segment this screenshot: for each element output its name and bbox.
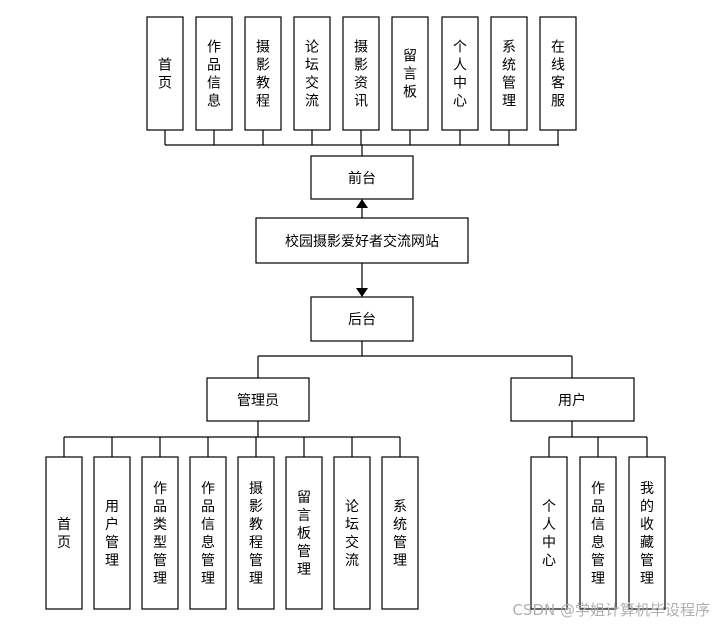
top-module-6-label: 个人中心 — [453, 40, 467, 110]
admin-module-4-box — [237, 456, 275, 610]
admin-module-7-label: 系统管理 — [393, 499, 407, 569]
top-module-8-label: 在线客服 — [551, 40, 565, 110]
arrow-up-icon — [356, 199, 368, 208]
arrow-down-icon — [356, 288, 368, 297]
user-module-0-box — [530, 456, 568, 610]
admin-module-0-box — [45, 456, 83, 610]
admin-module-2-box — [141, 456, 179, 610]
frontend-label: 前台 — [348, 170, 376, 187]
site-label: 校园摄影爱好者交流网站 — [285, 233, 439, 250]
user-module-2-label: 我的收藏管理 — [640, 481, 654, 587]
user-box — [510, 377, 635, 422]
admin-module-3-box — [189, 456, 227, 610]
backend-box — [310, 296, 414, 342]
top-module-5-box — [391, 16, 429, 131]
user-label: 用户 — [558, 392, 586, 409]
admin-module-7-box — [381, 456, 419, 610]
admin-module-1-label: 用户管理 — [105, 499, 119, 569]
top-module-7-box — [490, 16, 528, 131]
top-module-8-box — [539, 16, 577, 131]
user-module-1-label: 作品信息管理 — [591, 481, 605, 587]
connectors — [63, 130, 648, 457]
top-module-0-box — [146, 16, 184, 131]
admin-label: 管理员 — [237, 393, 279, 409]
watermark: CSDN @学姐计算机毕设程序 — [512, 601, 710, 619]
user-module-1-box — [579, 456, 617, 610]
admin-module-5-box — [285, 456, 323, 610]
admin-module-6-box — [333, 456, 371, 610]
top-module-6-box — [441, 16, 479, 131]
top-module-7-label: 系统管理 — [502, 40, 516, 110]
top-module-2-label: 摄影教程 — [256, 40, 270, 110]
admin-module-1-box — [93, 456, 131, 610]
admin-module-3-label: 作品信息管理 — [201, 481, 215, 587]
top-module-1-box — [195, 16, 233, 131]
admin-module-2-label: 作品类型管理 — [153, 481, 167, 587]
top-module-3-label: 论坛交流 — [305, 40, 319, 110]
admin-module-6-label: 论坛交流 — [345, 499, 359, 569]
top-module-4-label: 摄影资讯 — [354, 40, 368, 110]
admin-module-0-label: 首页 — [57, 517, 71, 551]
top-module-2-box — [244, 16, 282, 131]
module-boxes: 首页作品信息摄影教程论坛交流摄影资讯留言板个人中心系统管理在线客服首页用户管理作… — [45, 16, 666, 610]
top-module-1-label: 作品信息 — [207, 40, 221, 110]
boxes: 前台 校园摄影爱好者交流网站 后台 管理员 用户 — [206, 155, 635, 422]
admin-box — [206, 377, 310, 422]
backend-label: 后台 — [348, 312, 376, 328]
admin-module-4-label: 摄影教程管理 — [249, 481, 263, 587]
top-module-0-label: 首页 — [158, 58, 172, 92]
top-module-5-label: 留言板 — [403, 49, 417, 101]
top-module-3-box — [293, 16, 331, 131]
site-box — [255, 217, 469, 264]
admin-module-5-label: 留言板管理 — [297, 490, 311, 578]
user-module-0-label: 个人中心 — [542, 499, 556, 569]
user-module-2-box — [628, 456, 666, 610]
frontend-box — [310, 155, 414, 200]
top-module-4-box — [342, 16, 380, 131]
